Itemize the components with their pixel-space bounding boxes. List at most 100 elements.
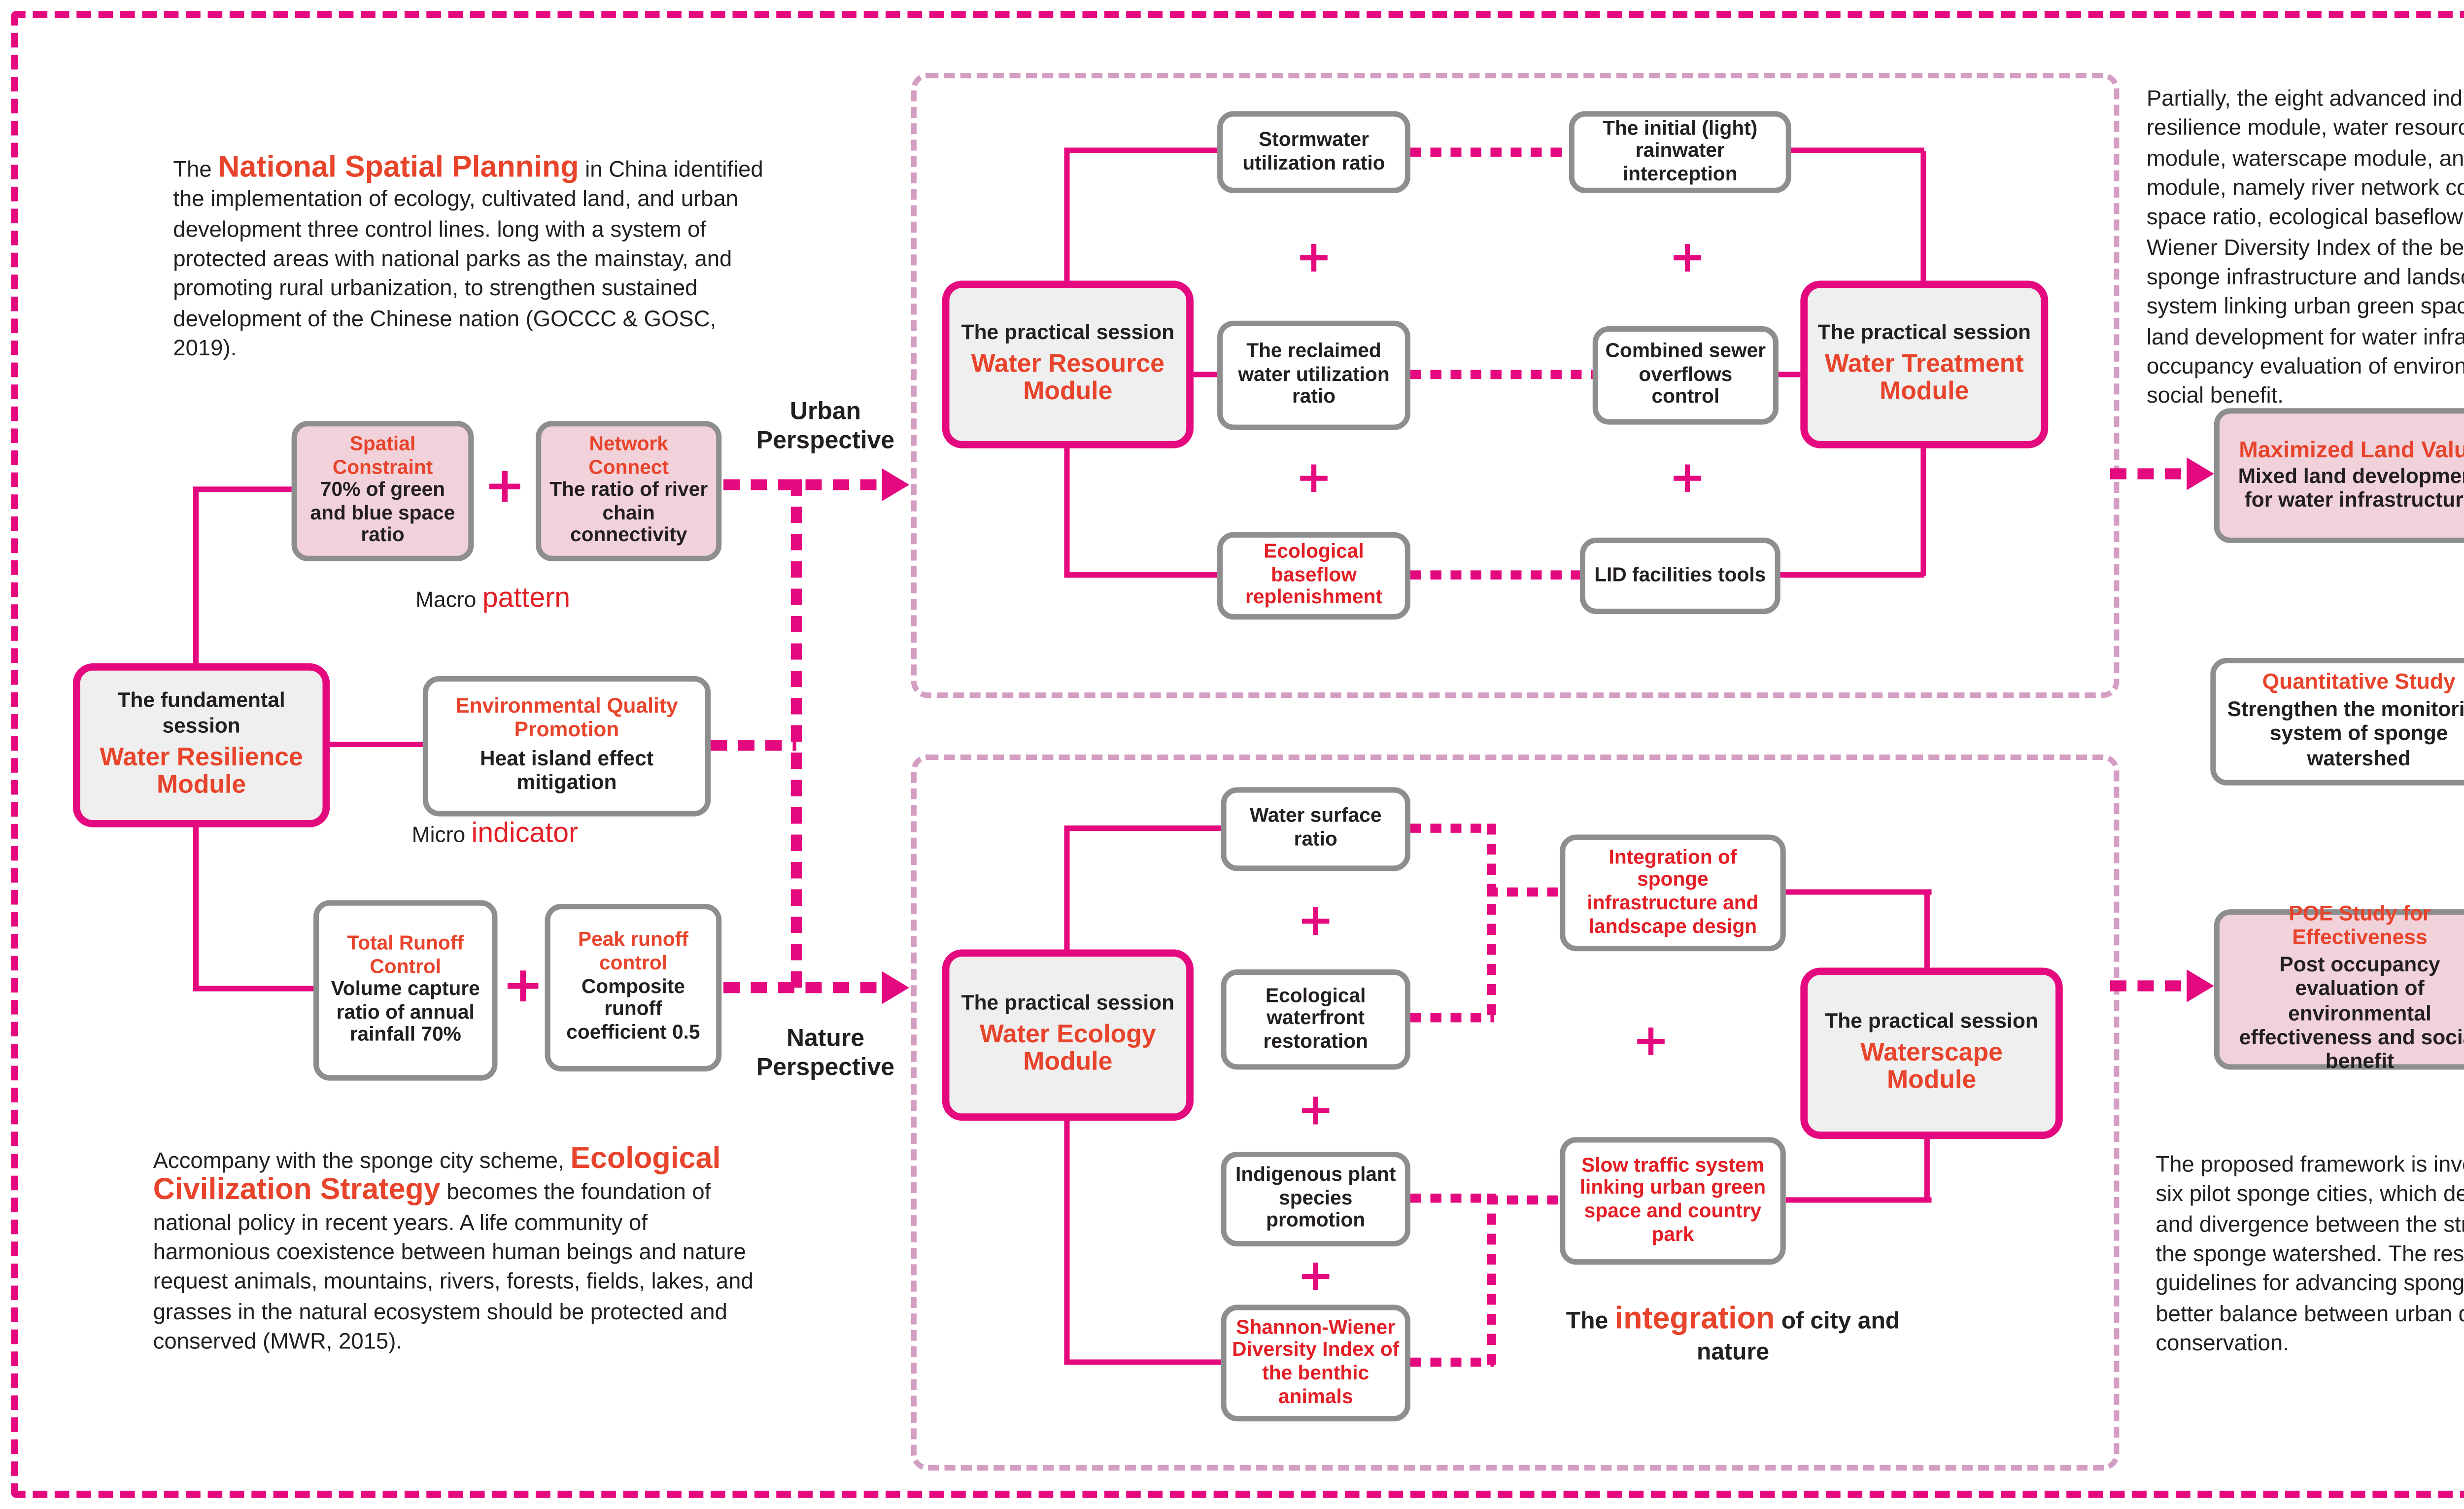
- indicator-label: Ecological waterfront restoration: [1263, 985, 1368, 1053]
- connector-line: [1785, 889, 1932, 895]
- indicator-label: Ecological baseflow replenishment: [1245, 541, 1383, 610]
- nature-dashed-arrow-line: [723, 982, 882, 994]
- water-resource-module: The practical session Water Resource Mod…: [942, 280, 1194, 448]
- connector-line: [1064, 1359, 1221, 1365]
- dotted-link-line: [1487, 823, 1496, 1023]
- plus-icon: +: [1297, 1084, 1334, 1135]
- ecological-civilization-paragraph: Accompany with the sponge city scheme, E…: [153, 1144, 762, 1356]
- module-session: The practical session: [961, 993, 1175, 1015]
- quantitative-study-box: Quantitative Study Strengthen the monito…: [2210, 657, 2464, 786]
- indicator-label: Integration of sponge infrastructure and…: [1587, 847, 1759, 938]
- connector-line: [1064, 147, 1218, 153]
- module-title: Water Resource Module: [971, 347, 1164, 406]
- plus-icon: +: [1295, 452, 1333, 503]
- waterscape-module: The practical session Waterscape Module: [1800, 967, 2063, 1139]
- ecological-waterfront-box: Ecological waterfront restoration: [1221, 969, 1411, 1070]
- shannon-wiener-box: Shannon-Wiener Diversity Index of the be…: [1221, 1304, 1411, 1422]
- network-connect-box: Network Connect The ratio of river chain…: [536, 421, 722, 561]
- connector-line: [193, 827, 199, 990]
- module-session: The practical session: [961, 322, 1175, 344]
- network-connect-body: The ratio of river chain connectivity: [549, 480, 708, 548]
- module-session: The fundamental session: [117, 690, 285, 738]
- plus-icon: +: [1669, 231, 1706, 283]
- dotted-link-line: [1410, 1357, 1495, 1367]
- module-title: Waterscape Module: [1860, 1036, 2003, 1095]
- module-title: Water Ecology Module: [979, 1018, 1156, 1076]
- plus-icon: +: [502, 958, 544, 1014]
- national-spatial-planning-paragraph: The National Spatial Planning in China i…: [173, 153, 780, 364]
- indicator-label: Combined sewer overflows control: [1605, 341, 1766, 409]
- indicator-label: Water surface ratio: [1249, 806, 1382, 851]
- connector-line: [1064, 572, 1218, 578]
- connector-line: [1064, 151, 1070, 281]
- paragraph-tail: in China identified the implementation o…: [173, 157, 763, 361]
- stormwater-ratio-box: Stormwater utilization ratio: [1217, 111, 1411, 193]
- total-runoff-title: Total Runoff Control: [347, 932, 464, 978]
- dashed-arrow-line: [2110, 468, 2187, 480]
- connector-line: [1064, 829, 1070, 950]
- lid-facilities-box: LID facilities tools: [1579, 537, 1780, 615]
- arrow-right-icon: [2187, 969, 2214, 1002]
- combined-sewer-box: Combined sewer overflows control: [1592, 326, 1779, 425]
- nature-perspective-label: Nature Perspective: [756, 1024, 895, 1081]
- plus-icon: +: [1669, 452, 1706, 503]
- micro-indicator-label: Micro indicator: [412, 818, 578, 851]
- outer-dashed-frame: [11, 11, 2464, 1498]
- dotted-link-line: [1410, 147, 1569, 157]
- initial-rainwater-box: The initial (light) rainwater intercepti…: [1569, 111, 1791, 193]
- poe-study-box: POE Study for Effectiveness Post occupan…: [2214, 903, 2464, 1073]
- indicator-label: Shannon-Wiener Diversity Index of the be…: [1232, 1317, 1400, 1408]
- urban-perspective-cluster: [911, 72, 2120, 698]
- indicator-label: Stormwater utilization ratio: [1242, 129, 1385, 174]
- caption-tail: of city and nature: [1697, 1306, 1900, 1365]
- dashed-bus-line: [790, 479, 802, 994]
- environmental-quality-title: Environmental Quality Promotion: [455, 695, 678, 742]
- arrow-right-icon: [882, 971, 910, 1004]
- plus-icon: +: [1297, 894, 1334, 946]
- connector-line: [1920, 448, 1926, 576]
- maximized-land-value-box: Maximized Land Value Mixed land developm…: [2214, 408, 2464, 543]
- dotted-link-line: [1410, 823, 1495, 833]
- indigenous-plant-box: Indigenous plant species promotion: [1221, 1151, 1411, 1247]
- indicator-label: LID facilities tools: [1594, 564, 1766, 586]
- connector-line: [1920, 151, 1926, 281]
- nature-perspective-cluster: [911, 754, 2120, 1471]
- total-runoff-box: Total Runoff Control Volume capture rati…: [313, 900, 498, 1081]
- case-study-paragraph: The proposed framework is investigated i…: [2156, 1151, 2464, 1356]
- caption-lead: The: [1566, 1306, 1615, 1334]
- environmental-quality-box: Environmental Quality Promotion Heat isl…: [422, 676, 711, 817]
- peak-runoff-body: Composite runoff coefficient 0.5: [566, 976, 700, 1044]
- indicator-label: The initial (light) rainwater intercepti…: [1603, 117, 1758, 186]
- connector-line: [1780, 572, 1924, 578]
- sponge-integration-box: Integration of sponge infrastructure and…: [1560, 834, 1786, 952]
- ecological-baseflow-box: Ecological baseflow replenishment: [1217, 532, 1411, 620]
- connector-line: [193, 486, 292, 492]
- slow-traffic-box: Slow traffic system linking urban green …: [1560, 1137, 1786, 1265]
- poe-study-body: Post occupancy evaluation of environment…: [2239, 955, 2464, 1074]
- dashed-connector-line: [711, 740, 796, 751]
- connector-line: [1064, 1121, 1070, 1363]
- network-connect-title: Network Connect: [588, 433, 669, 479]
- paragraph-highlight: Ecological Civilization Strategy: [153, 1142, 721, 1207]
- arrow-right-icon: [2187, 457, 2214, 490]
- module-session: The practical session: [1817, 322, 2031, 344]
- paragraph-lead: Accompany with the sponge city scheme,: [153, 1148, 571, 1174]
- peak-runoff-box: Peak runoff control Composite runoff coe…: [545, 904, 722, 1072]
- advanced-indicators-paragraph: Partially, the eight advanced indicators…: [2146, 85, 2464, 409]
- module-session: The practical session: [1825, 1011, 2038, 1033]
- water-resilience-module: The fundamental session Water Resilience…: [72, 663, 330, 827]
- macro-prefix: Macro: [415, 586, 482, 613]
- indicator-label: Slow traffic system linking urban green …: [1579, 1155, 1766, 1246]
- integration-caption: The integration of city and nature: [1541, 1301, 1924, 1365]
- environmental-quality-body: Heat island effect mitigation: [479, 749, 654, 795]
- dashed-arrow-line: [2110, 980, 2187, 992]
- urban-dashed-arrow-line: [723, 479, 882, 490]
- connector-line: [1924, 889, 1930, 968]
- connector-line: [193, 986, 314, 992]
- arrow-right-icon: [882, 468, 910, 501]
- dotted-link-line: [1410, 370, 1593, 379]
- connector-line: [1791, 147, 1924, 153]
- dotted-link-line: [1487, 1193, 1496, 1367]
